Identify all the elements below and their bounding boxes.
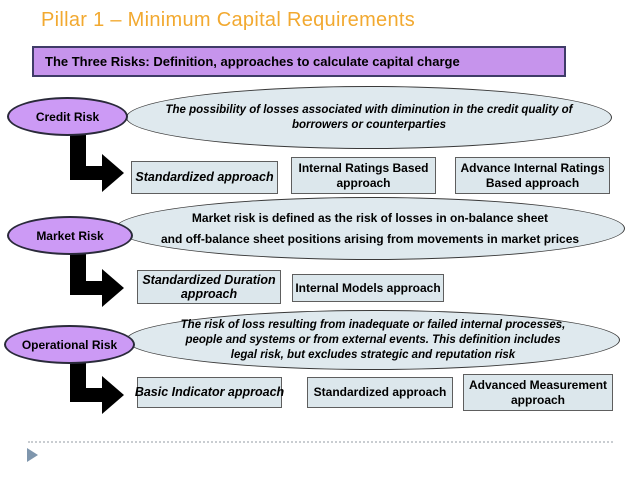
definition-line: The risk of loss resulting from inadequa… [180,318,566,331]
bent-arrow-icon [70,122,124,192]
footer-arrow-icon [27,448,38,462]
approach-box: Standardized approach [131,161,278,194]
approach-label: Advance Internal Ratings [460,161,605,175]
definition-line: Market risk is defined as the risk of lo… [191,210,549,225]
definition-line: The possibility of losses associated wit… [165,103,573,116]
approach-label: Internal Ratings Based [298,161,429,175]
approach-box: Basic Indicator approach [134,377,285,408]
approach-label: Basic Indicator approach [134,385,285,400]
market-risk-ellipse: Market Risk [7,216,133,255]
approach-box: Advance Internal Ratings Based approach [455,157,610,194]
approach-label: Standardized Duration [142,272,276,287]
approach-label: approach [180,287,238,301]
definition-line: legal risk, but excludes strategic and r… [230,348,516,361]
footer-dotted-divider [28,441,613,443]
approach-box: Internal Ratings Based approach [291,157,436,194]
credit-risk-definition-ellipse: The possibility of losses associated wit… [126,86,612,149]
approach-box: Internal Models approach [292,274,444,302]
approach-box: Advanced Measurement approach [463,374,613,411]
definition-line: and off-balance sheet positions arising … [160,231,580,246]
approach-label: Based approach [485,175,580,190]
operational-risk-definition-ellipse: The risk of loss resulting from inadequa… [126,310,620,370]
approach-label: Standardized approach [313,385,447,400]
banner-label: The Three Risks: Definition, approaches … [45,54,460,69]
credit-risk-ellipse: Credit Risk [7,97,128,136]
definition-line: borrowers or counterparties [291,118,446,131]
approach-label: Internal Models approach [295,280,441,295]
approach-label: approach [336,175,391,190]
operational-risk-ellipse: Operational Risk [4,325,135,364]
banner: The Three Risks: Definition, approaches … [32,46,566,77]
approach-label: approach [510,392,565,407]
approach-box: Standardized Duration approach [137,270,281,304]
approach-box: Standardized approach [307,377,453,408]
slide-title: Pillar 1 – Minimum Capital Requirements [41,9,416,31]
market-risk-definition-ellipse: Market risk is defined as the risk of lo… [115,197,625,260]
approach-label: Advanced Measurement [468,378,608,392]
definition-line: people and systems or from external even… [185,333,561,346]
approach-label: Standardized approach [135,170,274,185]
